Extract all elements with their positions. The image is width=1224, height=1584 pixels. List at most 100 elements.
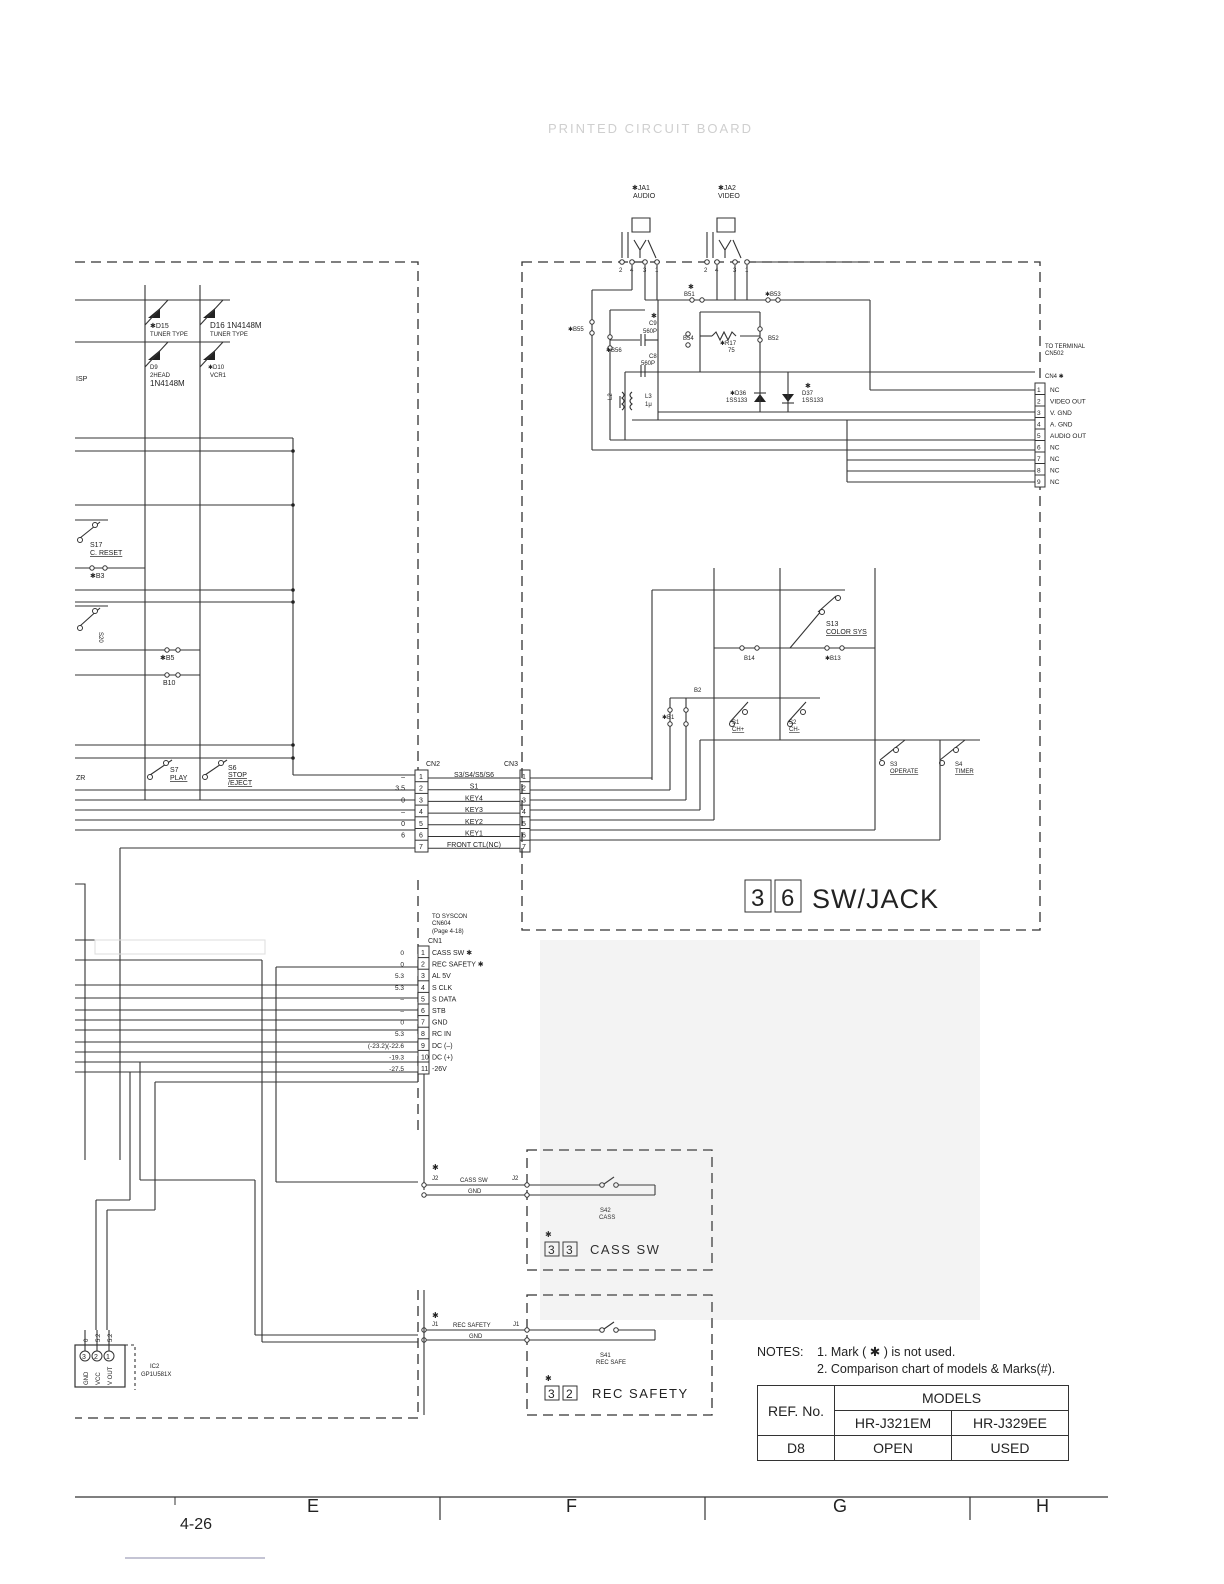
syscon-to: TO SYSCON: [432, 914, 467, 920]
cn2-label: CN2: [426, 761, 440, 768]
svg-text:OPERATE: OPERATE: [890, 769, 918, 775]
cn4-pin-signal: V. GND: [1050, 410, 1072, 417]
ic2-volt3: 5.2: [108, 1333, 114, 1342]
s20-label: S20: [97, 632, 103, 643]
cn1-signal: CASS SW ✱: [432, 949, 472, 957]
svg-text:STOP: STOP: [228, 772, 247, 779]
s3-label: S3: [890, 762, 898, 768]
switch-s7: [145, 757, 180, 780]
cn4-pin-num: 5: [1037, 433, 1041, 440]
svg-text:(Page 4-18): (Page 4-18): [432, 929, 464, 935]
b55-label: ✱B55: [568, 326, 584, 333]
cn4-pin-signal: VIDEO OUT: [1050, 399, 1086, 406]
diode-matrix: [75, 285, 230, 800]
cn2-pin-num: 6: [419, 833, 423, 840]
footer-ruler: [75, 1496, 1108, 1559]
r17-label: ✱R17: [720, 340, 737, 347]
b10-label: B10: [163, 680, 176, 687]
cn1-signal: GND: [432, 1020, 448, 1027]
ic2-component: 3 2 1: [74, 1330, 136, 1390]
d9-label: D9: [150, 365, 158, 371]
ref-header: REF. No.: [757, 1385, 835, 1436]
cn4-pin-signal: NC: [1050, 387, 1060, 394]
isp-label: ISP: [76, 376, 88, 383]
cass-num2: 3: [566, 1243, 573, 1257]
rec-wiring: [421, 1290, 656, 1415]
cass-num1: 3: [548, 1243, 555, 1257]
svg-text:VCR1: VCR1: [210, 373, 227, 379]
svg-text:✱: ✱: [651, 312, 657, 320]
cn1-voltage: 5.3: [395, 1031, 404, 1038]
cn2-signal: KEY4: [465, 795, 483, 802]
b56-label: ✱B56: [606, 347, 622, 354]
cass-j2-left: J2: [432, 1176, 439, 1182]
board-36-label: SW/JACK: [812, 884, 939, 914]
switch-s6: [200, 757, 235, 780]
cn1-voltage: 0: [400, 1020, 404, 1027]
ic2-ref: IC2: [150, 1364, 160, 1370]
cn4-pin-signal: NC: [1050, 468, 1060, 475]
cn1-voltage: –: [400, 1008, 404, 1015]
cn1-pin-num: 10: [421, 1054, 429, 1061]
cn4-pin-signal: A. GND: [1050, 422, 1073, 429]
svg-text:2HEAD: 2HEAD: [150, 373, 171, 379]
cn4-pin-num: 9: [1037, 479, 1041, 486]
cn3-pin-num: 5: [522, 821, 526, 828]
b53-label: ✱B53: [765, 291, 781, 298]
row-model-1-value: OPEN: [834, 1435, 952, 1461]
diode-d16: [199, 299, 224, 326]
l3-label: L3: [645, 394, 652, 400]
rec-num1: 3: [548, 1387, 555, 1401]
svg-text:75: 75: [728, 348, 735, 354]
cn2-signal: KEY3: [465, 807, 483, 814]
d16-label: D16 1N4148M: [210, 321, 262, 330]
cass-board-outline: [526, 1149, 713, 1271]
cn1-pin-num: 3: [421, 973, 425, 980]
s17-label: S17: [90, 542, 103, 549]
cn2-voltage: –: [401, 774, 405, 781]
d36-label: ✱D36: [730, 390, 747, 397]
cn1-voltage: (-23.2)(-22.6: [368, 1043, 405, 1050]
svg-text:/EJECT: /EJECT: [228, 780, 253, 787]
jack-ja2-symbol: [706, 217, 742, 259]
s13-label: S13: [826, 621, 839, 628]
terminal-label: TO TERMINAL: [1045, 344, 1086, 350]
page-number: 4-26: [180, 1516, 213, 1533]
cn1-pin-num: 9: [421, 1043, 425, 1050]
svg-text:COLOR SYS: COLOR SYS: [826, 629, 867, 636]
switch-s17: [75, 519, 108, 543]
l2-label: L2: [608, 393, 614, 400]
svg-text:CN604: CN604: [432, 921, 451, 927]
cn2-pin-num: 1: [419, 774, 423, 781]
jack-ja1-symbol: [621, 217, 657, 259]
cn4-pin-num: 2: [1037, 399, 1041, 406]
models-comparison-table: REF. No. MODELS HR-J321EM HR-J329EE D8 O…: [757, 1385, 1069, 1461]
ja1-ref: ✱JA1: [632, 184, 650, 192]
cn2-wires-left: [75, 789, 415, 1160]
svg-text:560P: 560P: [641, 361, 655, 367]
cn4-pin-num: 3: [1037, 410, 1041, 417]
cn2-voltage: 6: [401, 833, 405, 840]
models-header: MODELS: [834, 1385, 1069, 1411]
ic2-pin1: GND: [84, 1371, 90, 1385]
model-2: HR-J329EE: [951, 1410, 1069, 1436]
cn1-label: CN1: [428, 938, 442, 945]
svg-text:C. RESET: C. RESET: [90, 550, 123, 557]
cn1-pin-num: 1: [421, 950, 425, 957]
cn1-signal: S DATA: [432, 996, 457, 1003]
svg-text:2: 2: [704, 268, 708, 274]
cass-j2-right: J2: [512, 1176, 519, 1182]
s7-label: S7: [170, 767, 179, 774]
ic2-volt2: 5.2: [96, 1333, 102, 1342]
cn4-pin-num: 7: [1037, 456, 1041, 463]
ic2-volt1: 0: [84, 1338, 90, 1342]
d10-label: ✱D10: [208, 364, 225, 371]
cn3-wires-right: [530, 777, 940, 841]
zr-label: ZR: [76, 775, 85, 782]
b14-label: B14: [744, 656, 755, 662]
cn1-signal: REC SAFETY ✱: [432, 961, 484, 969]
svg-text:2: 2: [619, 268, 623, 274]
